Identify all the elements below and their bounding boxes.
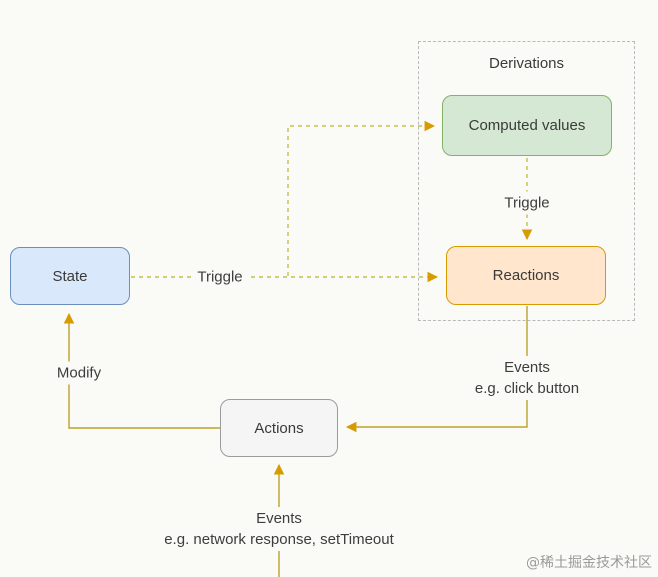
state-node: State [10,247,130,305]
triggle-label-state: Triggle [192,265,248,289]
derivations-group: Derivations [418,41,635,321]
actions-node: Actions [220,399,338,457]
actions-node-label: Actions [254,419,304,437]
computed-values-node-label: Computed values [468,117,586,134]
events-click-label-line2: e.g. click button [474,380,580,397]
edge-reactions-to-actions [345,306,528,433]
edge-state-branch-to-computed [287,120,436,276]
events-network-label-line2: e.g. network response, setTimeout [164,531,394,548]
events-click-label: Events e.g. click button [469,356,585,400]
triggle-label-computed: Triggle [499,191,555,215]
state-node-label: State [52,267,88,285]
derivations-group-title: Derivations [488,55,565,72]
edge-actions-to-state [63,312,220,429]
watermark: @稀土掘金技术社区 [526,555,652,571]
events-click-label-line1: Events [504,359,550,376]
events-network-label: Events e.g. network response, setTimeout [159,507,399,551]
reactions-node-label: Reactions [492,267,560,284]
modify-label: Modify [51,361,107,385]
events-network-label-line1: Events [256,510,302,527]
computed-values-node: Computed values [442,95,612,156]
reactions-node: Reactions [446,246,606,305]
